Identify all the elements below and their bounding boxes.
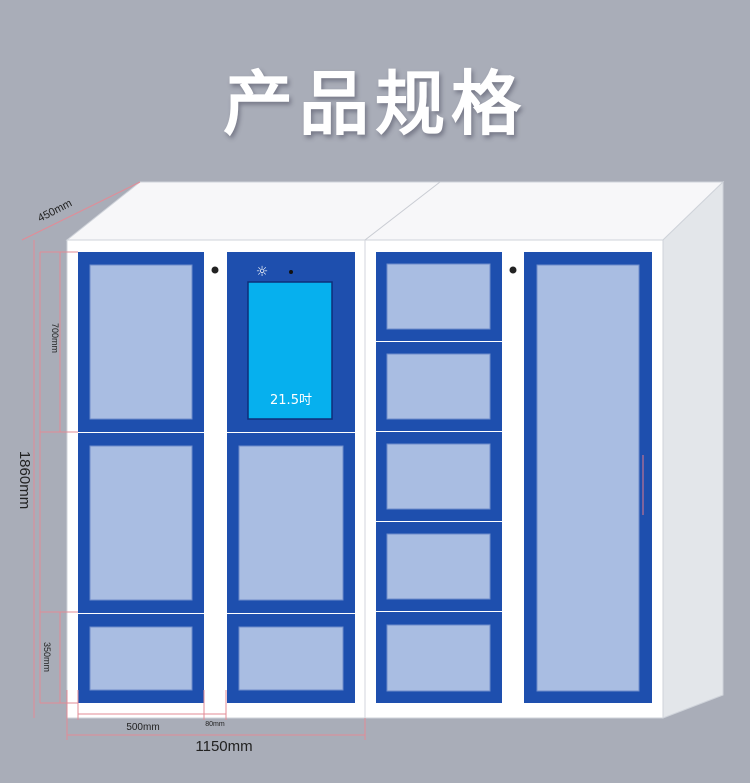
door-panel	[89, 264, 193, 420]
locker-column-3	[376, 252, 502, 703]
dimension-guides	[21, 181, 366, 740]
unit-width-label: 1150mm	[195, 738, 252, 755]
door-panel	[238, 626, 344, 691]
page-title: 产品规格	[223, 63, 527, 145]
door-panel	[386, 263, 491, 330]
lower-door-height-label: 350mm	[42, 642, 52, 672]
height-label: 1860mm	[16, 451, 33, 509]
door-width-label: 500mm	[126, 722, 159, 733]
door-panel	[536, 264, 640, 692]
door-panel	[386, 533, 491, 600]
lock-icon	[509, 266, 517, 274]
door-panel	[386, 353, 491, 420]
door-panel	[89, 445, 193, 601]
lock-icon	[211, 266, 219, 274]
locker-column-4	[524, 252, 652, 703]
cabinet-top	[65, 181, 725, 241]
door-panel	[89, 626, 193, 691]
cabinet-top-seam	[364, 181, 441, 241]
door-panel	[238, 445, 344, 601]
camera-icon	[289, 270, 293, 274]
cabinet-side	[662, 180, 724, 719]
depth-label: 450mm	[36, 197, 74, 224]
locker-column-1	[78, 252, 204, 703]
screen-size-label: 21.5吋	[270, 393, 312, 408]
door-panel	[386, 624, 491, 692]
locker-column-2: ☼ 21.5吋	[227, 252, 355, 703]
touch-screen[interactable]	[247, 281, 333, 420]
sun-icon: ☼	[256, 264, 269, 280]
door-panel	[386, 443, 491, 510]
gap-width-label: 80mm	[205, 721, 225, 728]
upper-door-height-label: 700mm	[50, 323, 60, 353]
